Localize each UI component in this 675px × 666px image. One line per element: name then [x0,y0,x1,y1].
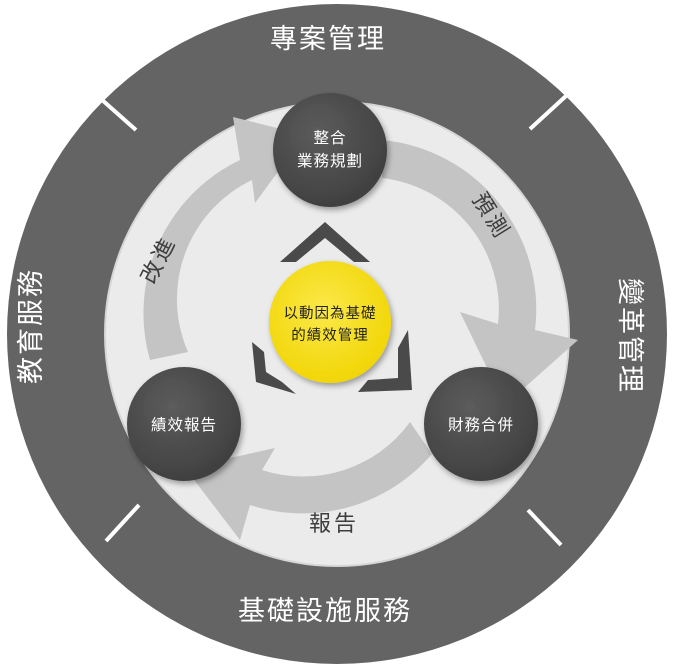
center-circle [269,261,391,383]
ring-label-left: 教育服務 [16,268,47,384]
ring-label-top: 專案管理 [270,24,386,55]
arrow-report [185,422,432,540]
ring-label-right: 變革管理 [614,278,645,394]
center-chevrons [252,222,412,394]
node-financial-consolidation [424,367,538,481]
arrow-label-report: 報告 [309,512,359,537]
node-performance-report [127,367,241,481]
node-label-top-line2: 業務規劃 [297,152,363,170]
node-label-left: 績效報告 [151,416,217,434]
center-label-line1: 以動因為基礎 [284,305,377,322]
node-label-right: 財務合併 [448,416,514,434]
arrow-improve [143,117,305,360]
arrow-forecast [382,140,578,405]
center-label-line2: 的績效管理 [291,327,369,344]
ring-label-bottom: 基礎設施服務 [238,596,412,627]
node-integrated-planning [273,93,387,207]
ring-dividers [99,94,568,547]
node-label-top-line1: 整合 [313,129,346,147]
cycle-arrows [143,117,578,540]
